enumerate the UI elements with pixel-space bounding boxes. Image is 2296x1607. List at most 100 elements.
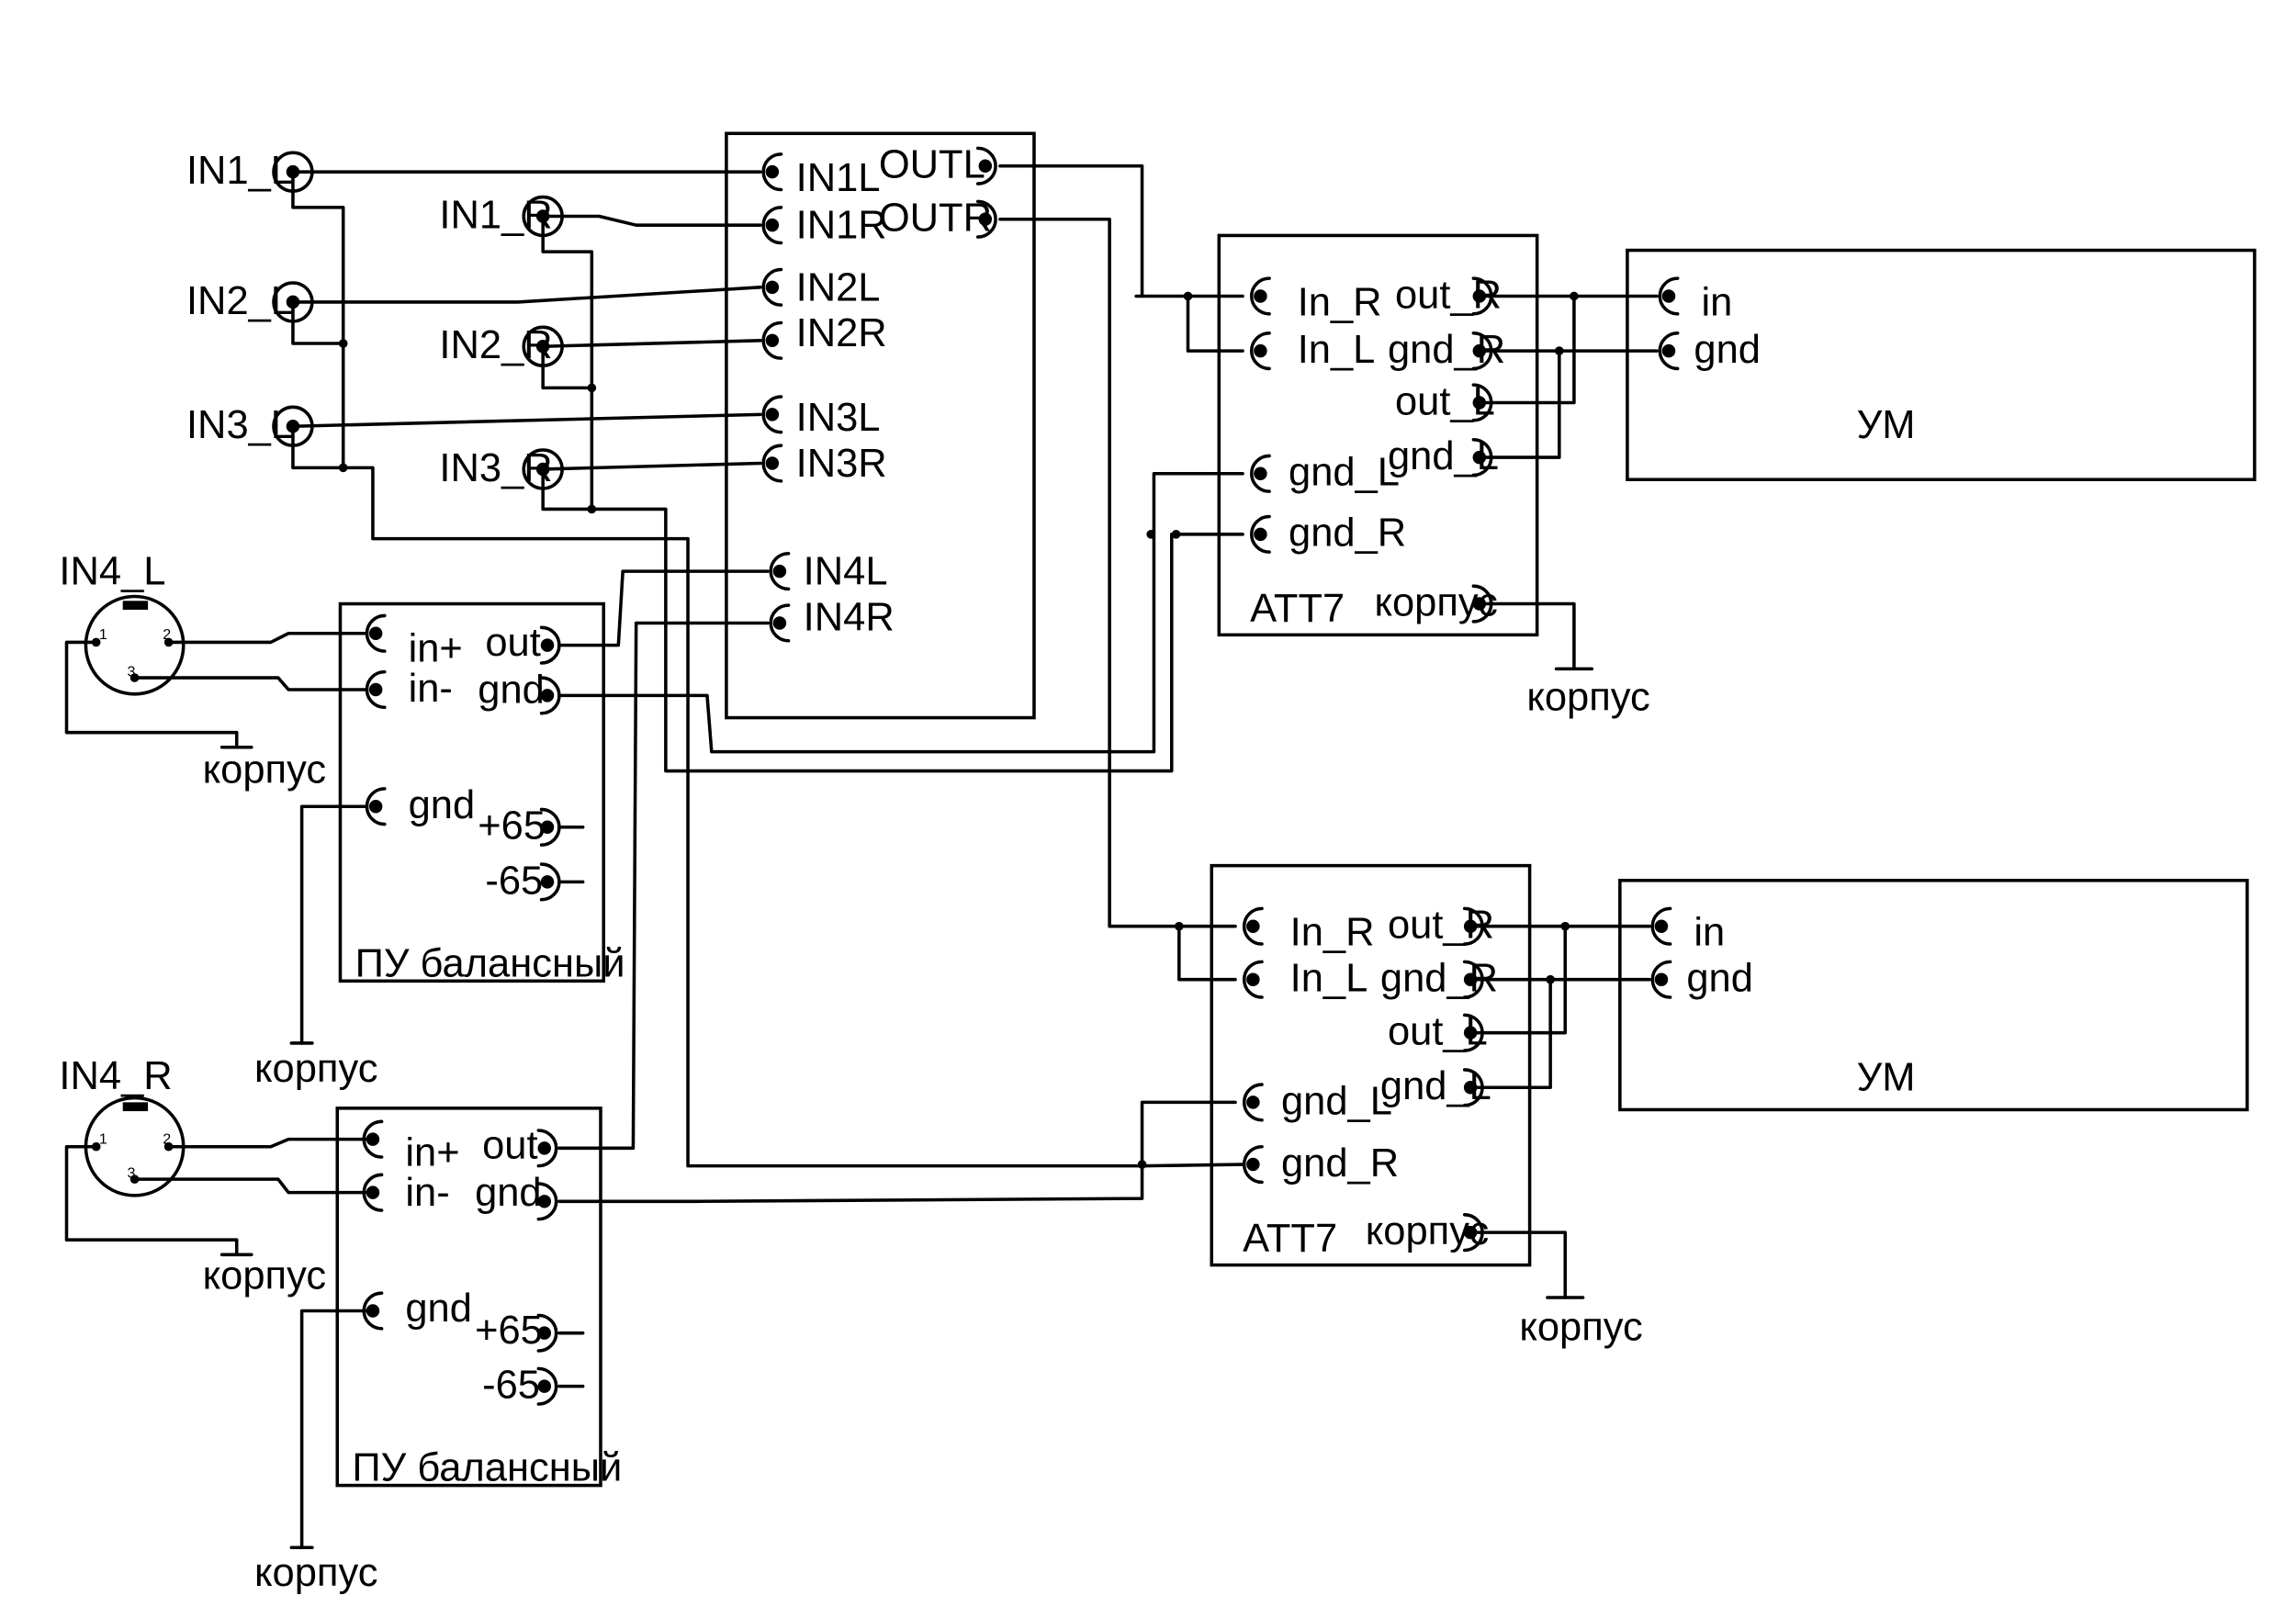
svg-text:in-: in- bbox=[405, 1171, 449, 1215]
preamp-title: ПУ балансный bbox=[352, 1446, 622, 1490]
svg-text:IN1L: IN1L bbox=[796, 156, 881, 200]
att-pin-gnd-r: gnd_R bbox=[1243, 1141, 1399, 1186]
svg-text:gnd_R: gnd_R bbox=[1388, 328, 1505, 372]
att-pin-gnd-r-out: gnd_R bbox=[1388, 328, 1505, 372]
svg-text:OUTL: OUTL bbox=[879, 143, 985, 187]
selector-pin-in1l: IN1L bbox=[761, 152, 881, 200]
att-pin-in-r: In_R bbox=[1250, 276, 1382, 324]
att-pin-in-r: In_R bbox=[1243, 906, 1375, 955]
svg-text:gnd_R: gnd_R bbox=[1380, 957, 1498, 1001]
svg-text:out_L: out_L bbox=[1395, 379, 1495, 423]
preamp-pin-plus65: +65 bbox=[478, 804, 561, 848]
svg-text:gnd: gnd bbox=[1686, 957, 1753, 1001]
svg-text:gnd_L: gnd_L bbox=[1388, 434, 1499, 478]
ground-label: корпус bbox=[203, 1253, 326, 1298]
att-pin-gnd-l-out: gnd_L bbox=[1380, 1064, 1491, 1108]
svg-text:in-: in- bbox=[409, 667, 453, 711]
svg-text:out: out bbox=[485, 621, 540, 665]
selector-out-r: OUTR bbox=[879, 197, 997, 241]
att-title: ATT7 bbox=[1250, 587, 1345, 631]
jack-in1-l: IN1_L bbox=[186, 149, 314, 193]
svg-text:out_R: out_R bbox=[1388, 904, 1494, 948]
ground-label: корпус bbox=[203, 747, 326, 792]
svg-text:in+: in+ bbox=[405, 1131, 459, 1175]
att-pin-gnd-l-out: gnd_L bbox=[1388, 434, 1499, 478]
svg-text:in+: in+ bbox=[409, 626, 463, 670]
jack-in2-l: IN2_L bbox=[186, 279, 314, 323]
svg-text:1: 1 bbox=[99, 1130, 107, 1147]
ground-label: корпус bbox=[254, 1551, 377, 1595]
att-title: ATT7 bbox=[1243, 1217, 1337, 1261]
junction-dots bbox=[338, 291, 1579, 1169]
preamp-title: ПУ балансный bbox=[355, 941, 625, 985]
preamp-pin-in-plus: in+ bbox=[362, 1119, 460, 1175]
svg-text:IN3R: IN3R bbox=[796, 442, 887, 486]
svg-text:out_R: out_R bbox=[1395, 273, 1502, 317]
svg-text:IN3L: IN3L bbox=[796, 396, 881, 440]
preamp-pin-gnd-out: gnd bbox=[475, 1171, 558, 1221]
svg-text:gnd: gnd bbox=[405, 1287, 472, 1331]
preamp-pin-gnd-in: gnd bbox=[362, 1287, 472, 1331]
label-in4-l: IN4_L bbox=[59, 550, 165, 594]
preamp-pin-out: out bbox=[485, 621, 561, 665]
att-pin-chassis: корпус bbox=[1366, 1209, 1489, 1253]
svg-text:gnd_L: gnd_L bbox=[1281, 1079, 1392, 1123]
svg-text:+65: +65 bbox=[478, 804, 546, 848]
preamp-pin-in-minus: in- bbox=[362, 1171, 450, 1215]
svg-text:In_R: In_R bbox=[1290, 911, 1375, 955]
label-in3-l: IN3_L bbox=[186, 403, 293, 447]
svg-text:gnd_L: gnd_L bbox=[1289, 451, 1400, 495]
svg-text:+65: +65 bbox=[475, 1309, 543, 1353]
att-pin-out-l: out_L bbox=[1395, 379, 1495, 423]
svg-text:3: 3 bbox=[128, 663, 136, 680]
label-in4-r: IN4_R bbox=[59, 1054, 172, 1098]
svg-text:gnd: gnd bbox=[475, 1171, 542, 1215]
wiring bbox=[64, 163, 1659, 1550]
svg-text:IN2R: IN2R bbox=[796, 311, 887, 355]
svg-text:In_L: In_L bbox=[1290, 957, 1368, 1001]
selector-pin-in4l: IN4L bbox=[769, 550, 888, 594]
selector-block: IN1L IN1R IN2L IN2R IN3L IN3R IN4L IN4R … bbox=[725, 131, 1036, 720]
svg-text:gnd_R: gnd_R bbox=[1281, 1141, 1399, 1186]
preamp-pin-plus65: +65 bbox=[475, 1309, 558, 1353]
svg-text:1: 1 bbox=[99, 626, 107, 643]
attenuator-bottom: In_R In_L gnd_L gnd_R out_R gnd_R out_L … bbox=[1210, 863, 1643, 1350]
amp-pin-in: in bbox=[1658, 276, 1732, 324]
xlr-connector-left: IN4_L 1 2 3 корпус bbox=[59, 550, 326, 792]
svg-text:In_L: In_L bbox=[1298, 328, 1376, 372]
svg-text:gnd: gnd bbox=[478, 668, 545, 712]
svg-text:-65: -65 bbox=[482, 1364, 540, 1408]
att-pin-in-l: In_L bbox=[1250, 328, 1376, 372]
balanced-preamp-bottom: in+ in- gnd out gnd +65 -65 ПУ балансный… bbox=[254, 1107, 622, 1595]
jack-in1-r: IN1_R bbox=[439, 193, 564, 237]
xlr-connector-right: IN4_R 1 2 3 корпус bbox=[59, 1054, 326, 1298]
preamp-pin-minus65: -65 bbox=[482, 1364, 558, 1408]
jack-in2-r: IN2_R bbox=[439, 323, 564, 367]
selector-pin-in1r: IN1R bbox=[761, 204, 887, 248]
label-in1-r: IN1_R bbox=[439, 193, 552, 237]
jack-in3-r: IN3_R bbox=[439, 446, 564, 490]
ground-label: корпус bbox=[254, 1047, 377, 1091]
svg-text:gnd_R: gnd_R bbox=[1289, 511, 1406, 556]
preamp-pin-minus65: -65 bbox=[485, 859, 561, 903]
preamp-pin-gnd-out: gnd bbox=[478, 668, 561, 715]
ground-label: корпус bbox=[1526, 676, 1649, 720]
amplifier-top: in gnd УМ bbox=[1626, 248, 2257, 482]
svg-text:корпус: корпус bbox=[1374, 580, 1497, 624]
att-pin-gnd-r-out: gnd_R bbox=[1380, 957, 1498, 1001]
label-in2-l: IN2_L bbox=[186, 279, 293, 323]
svg-text:out: out bbox=[482, 1124, 537, 1168]
att-pin-chassis: корпус bbox=[1374, 580, 1497, 624]
att-pin-out-l: out_L bbox=[1388, 1010, 1488, 1054]
selector-pin-in2l: IN2L bbox=[761, 265, 880, 309]
amp-title: УМ bbox=[1857, 1056, 1916, 1100]
balanced-preamp-top: in+ in- gnd out gnd +65 -65 ПУ балансный… bbox=[254, 601, 625, 1091]
preamp-pin-out: out bbox=[482, 1124, 558, 1168]
amp-pin-gnd: gnd bbox=[1658, 328, 1761, 372]
att-pin-in-l: In_L bbox=[1243, 957, 1368, 1001]
svg-text:3: 3 bbox=[128, 1165, 136, 1182]
amp-pin-in: in bbox=[1650, 906, 1725, 955]
ground-label: корпус bbox=[1519, 1306, 1642, 1350]
label-in2-r: IN2_R bbox=[439, 323, 552, 367]
